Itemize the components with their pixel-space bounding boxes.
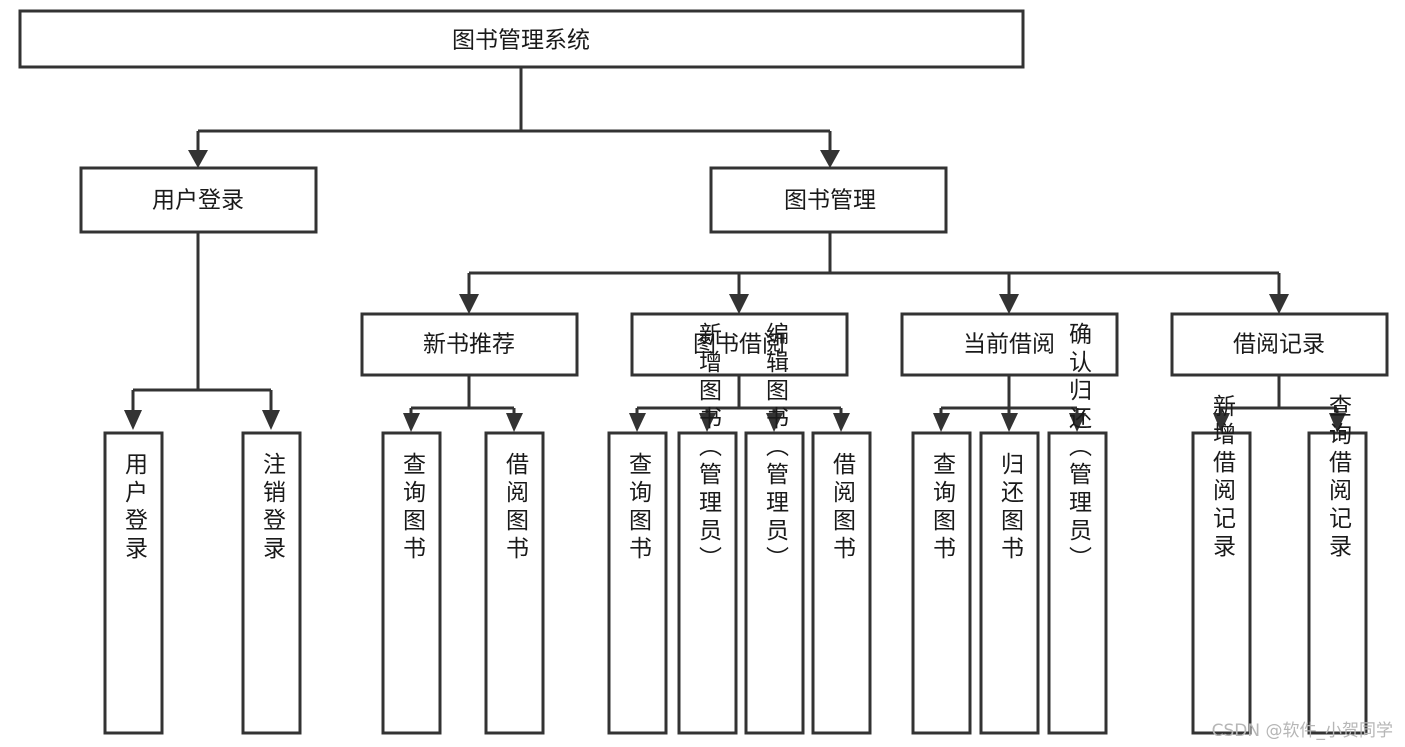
node-user-login[interactable]: 用户登录 <box>79 166 318 234</box>
node-box-current-borrow[interactable] <box>900 312 1119 377</box>
node-box-book-borrow[interactable] <box>630 312 849 377</box>
leaf-box-current-borrow-2[interactable] <box>979 431 1040 735</box>
leaf-label-book-borrow-4: 借阅图书 <box>829 452 857 564</box>
arrow-head-currentborrow-3 <box>1069 413 1086 432</box>
leaf-label-new-book-1: 查询图书 <box>399 452 427 564</box>
leaf-node-user-login-1[interactable]: 用户登录 <box>103 431 164 735</box>
leaf-node-current-borrow-1[interactable]: 查询图书 <box>911 431 972 735</box>
connector-group-borrow-record <box>1213 375 1346 432</box>
leaf-label-current-borrow-2: 归还图书 <box>997 452 1025 564</box>
node-box-borrow-record[interactable] <box>1170 312 1389 377</box>
leaf-box-new-book-2[interactable] <box>484 431 545 735</box>
leaf-label-user-login-2: 注销登录 <box>259 452 287 564</box>
node-label-user-login: 用户登录 <box>152 188 244 214</box>
leaf-node-current-borrow-2[interactable]: 归还图书 <box>979 431 1040 735</box>
leaf-label-current-borrow-3: 确认归还（管理员） <box>1065 322 1093 574</box>
node-box-book-manage[interactable] <box>709 166 948 234</box>
arrow-head-bookmanage-3 <box>999 294 1019 314</box>
arrow-head-newbook-1 <box>403 413 420 432</box>
arrow-head-bookborrow-2 <box>699 413 716 432</box>
leaf-node-book-borrow-1[interactable]: 查询图书 <box>607 431 668 735</box>
leaf-box-user-login-1[interactable] <box>103 431 164 735</box>
leaf-box-borrow-record-1[interactable] <box>1191 431 1252 735</box>
arrow-head-bookborrow-4 <box>833 413 850 432</box>
leaf-label-book-borrow-2: 新增图书（管理员） <box>695 322 723 574</box>
arrow-head-bookborrow-1 <box>629 413 646 432</box>
arrow-head-root-1 <box>188 150 208 168</box>
node-label-new-book-recommend: 新书推荐 <box>423 332 515 358</box>
leaf-node-new-book-2[interactable]: 借阅图书 <box>484 431 545 735</box>
arrow-head-newbook-2 <box>506 413 523 432</box>
connector-group-new-book <box>403 375 523 432</box>
leaf-box-book-borrow-2[interactable] <box>677 431 738 735</box>
node-label-book-borrow: 图书借阅 <box>693 332 785 358</box>
leaf-node-book-borrow-4[interactable]: 借阅图书 <box>811 431 872 735</box>
connector-group-current-borrow <box>933 375 1086 432</box>
node-box-root-system[interactable] <box>18 9 1025 69</box>
arrow-head-bookmanage-4 <box>1269 294 1289 314</box>
node-box-user-login[interactable] <box>79 166 318 234</box>
leaf-box-book-borrow-3[interactable] <box>744 431 805 735</box>
arrow-head-borrowrecord-2 <box>1329 413 1346 432</box>
arrow-head-userlogin-1 <box>124 410 142 430</box>
node-current-borrow[interactable]: 当前借阅 <box>900 312 1119 377</box>
leaf-node-book-borrow-2[interactable]: 新增图书（管理员） <box>677 322 738 735</box>
leaf-label-user-login-1: 用户登录 <box>121 452 149 564</box>
leaf-node-borrow-record-1[interactable]: 新增借阅记录 <box>1191 394 1252 735</box>
leaf-box-borrow-record-2[interactable] <box>1307 431 1368 735</box>
arrow-head-currentborrow-1 <box>933 413 950 432</box>
leaf-box-new-book-1[interactable] <box>381 431 442 735</box>
node-box-new-book-recommend[interactable] <box>360 312 579 377</box>
node-root-system[interactable]: 图书管理系统 <box>18 9 1025 69</box>
arrow-head-bookmanage-1 <box>459 294 479 314</box>
leaf-node-user-login-2[interactable]: 注销登录 <box>241 431 302 735</box>
arrow-head-bookborrow-3 <box>766 413 783 432</box>
leaf-node-borrow-record-2[interactable]: 查询借阅记录 <box>1307 394 1368 735</box>
leaf-node-current-borrow-3[interactable]: 确认归还（管理员） <box>1047 322 1108 735</box>
node-label-root-system: 图书管理系统 <box>452 28 590 54</box>
leaf-box-current-borrow-3[interactable] <box>1047 431 1108 735</box>
connector-group-book-manage <box>459 232 1289 314</box>
leaf-box-book-borrow-4[interactable] <box>811 431 872 735</box>
leaf-label-new-book-2: 借阅图书 <box>502 452 530 564</box>
node-new-book-recommend[interactable]: 新书推荐 <box>360 312 579 377</box>
node-book-manage[interactable]: 图书管理 <box>709 166 948 234</box>
node-book-borrow[interactable]: 图书借阅 <box>630 312 849 377</box>
arrow-head-bookmanage-2 <box>729 294 749 314</box>
arrow-head-borrowrecord-1 <box>1213 413 1230 432</box>
arrow-head-root-2 <box>820 150 840 168</box>
leaf-label-borrow-record-2: 查询借阅记录 <box>1325 394 1353 562</box>
arrow-head-currentborrow-2 <box>1001 413 1018 432</box>
leaf-label-book-borrow-3: 编辑图书（管理员） <box>762 322 790 574</box>
leaf-label-borrow-record-1: 新增借阅记录 <box>1209 394 1237 562</box>
node-label-borrow-record: 借阅记录 <box>1233 332 1325 358</box>
arrow-head-userlogin-2 <box>262 410 280 430</box>
leaf-box-user-login-2[interactable] <box>241 431 302 735</box>
leaf-label-current-borrow-1: 查询图书 <box>929 452 957 564</box>
leaf-box-current-borrow-1[interactable] <box>911 431 972 735</box>
leaf-node-book-borrow-3[interactable]: 编辑图书（管理员） <box>744 322 805 735</box>
leaf-label-book-borrow-1: 查询图书 <box>625 452 653 564</box>
node-borrow-record[interactable]: 借阅记录 <box>1170 312 1389 377</box>
leaf-box-book-borrow-1[interactable] <box>607 431 668 735</box>
node-label-book-manage: 图书管理 <box>784 188 876 214</box>
leaf-node-new-book-1[interactable]: 查询图书 <box>381 431 442 735</box>
connector-group-user-login <box>124 232 280 430</box>
node-label-current-borrow: 当前借阅 <box>963 332 1055 358</box>
connector-group-book-borrow <box>629 375 850 432</box>
connector-group-root <box>188 67 840 168</box>
